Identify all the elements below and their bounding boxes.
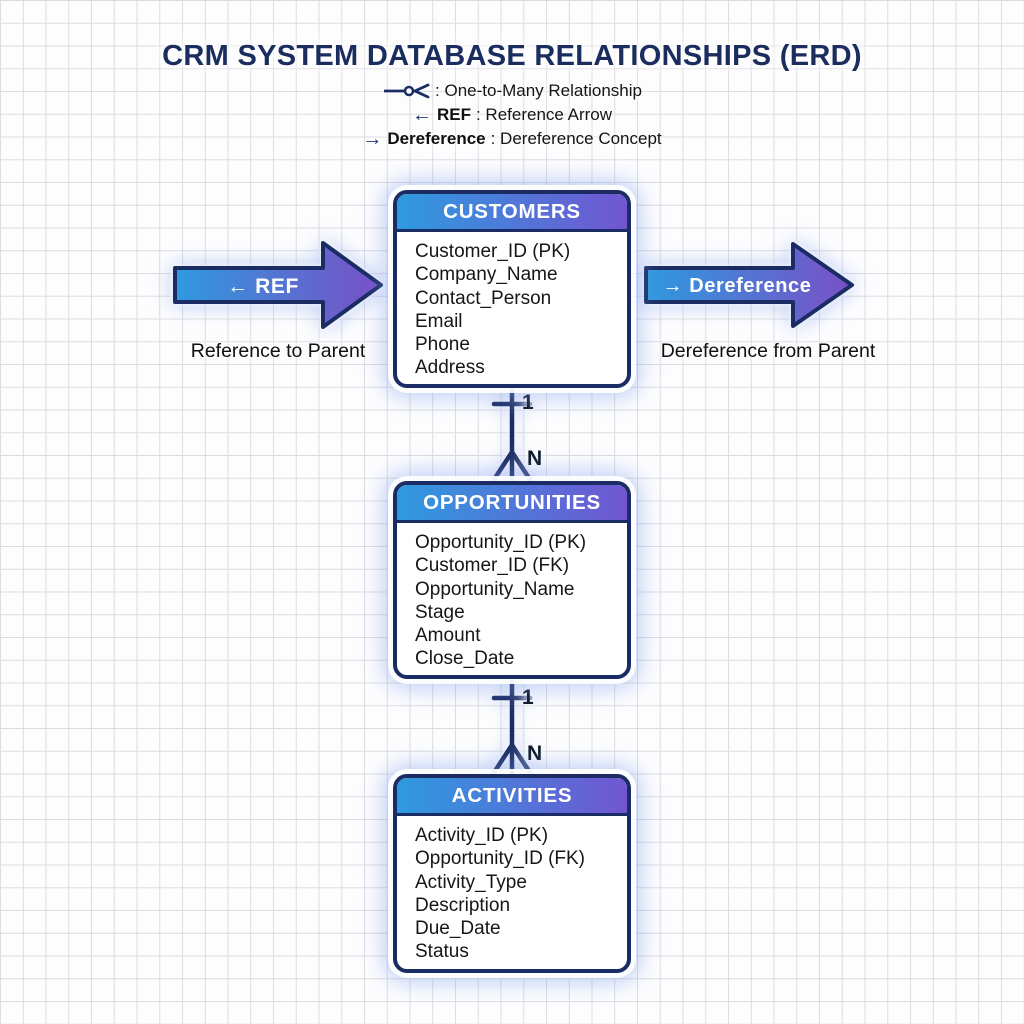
legend-item-dereference: → Dereference : Dereference Concept: [0, 127, 1024, 151]
legend-dereference-label: : Dereference Concept: [490, 129, 662, 148]
ref-arrow-label: ← REF: [227, 275, 299, 298]
entity-customers-fields: Customer_ID (PK) Company_Name Contact_Pe…: [397, 232, 627, 384]
cardinality-many-1: N: [527, 447, 543, 470]
field-row: Company_Name: [415, 264, 558, 286]
legend-item-ref: ← REF : Reference Arrow: [0, 103, 1024, 127]
entity-opportunities-title: OPPORTUNITIES: [397, 485, 627, 523]
field-row: Customer_ID (PK): [415, 241, 571, 262]
legend: : One-to-Many Relationship ← REF : Refer…: [0, 79, 1024, 151]
field-row: Opportunity_ID (FK): [415, 848, 585, 870]
entity-opportunities-fields: Opportunity_ID (PK) Customer_ID (FK) Opp…: [397, 523, 627, 675]
legend-dereference-term: Dereference: [387, 129, 486, 148]
right-arrow-icon: →: [362, 128, 383, 150]
field-row: Due_Date: [415, 918, 501, 940]
legend-ref-label: : Reference Arrow: [475, 105, 613, 124]
dereference-arrow: → Dereference: [644, 242, 854, 328]
entity-activities-fields: Activity_ID (PK) Opportunity_ID (FK) Act…: [397, 816, 627, 969]
field-row: Activity_ID (PK): [415, 825, 549, 846]
field-row: Phone: [415, 334, 470, 356]
field-row: Amount: [415, 625, 481, 647]
cardinality-one-2: 1: [522, 686, 534, 709]
page-title: CRM SYSTEM DATABASE RELATIONSHIPS (ERD): [162, 40, 862, 72]
entity-customers: CUSTOMERS Customer_ID (PK) Company_Name …: [393, 190, 631, 388]
field-row: Customer_ID (FK): [415, 555, 570, 577]
dereference-arrow-caption: Dereference from Parent: [660, 340, 876, 362]
crow-foot-2: [490, 742, 534, 777]
entity-activities: ACTIVITIES Activity_ID (PK) Opportunity_…: [393, 774, 631, 973]
left-arrow-icon: ←: [411, 104, 432, 126]
crow-foot-1: [490, 449, 534, 484]
dereference-arrow-label: → Dereference: [663, 275, 812, 297]
field-row: Email: [415, 310, 463, 332]
field-row: Status: [415, 941, 469, 963]
legend-item-one-to-many: : One-to-Many Relationship: [0, 79, 1024, 103]
field-row: Description: [415, 894, 511, 916]
entity-customers-title: CUSTOMERS: [397, 194, 627, 232]
one-to-many-icon: [384, 83, 430, 99]
cardinality-one-1: 1: [522, 391, 534, 414]
legend-one-to-many-label: : One-to-Many Relationship: [435, 81, 642, 100]
ref-arrow: ← REF: [173, 241, 383, 329]
field-row: Stage: [415, 601, 465, 623]
field-row: Close_Date: [415, 648, 515, 670]
field-row: Opportunity_Name: [415, 578, 575, 600]
field-row: Contact_Person: [415, 287, 552, 309]
entity-activities-title: ACTIVITIES: [397, 778, 627, 816]
field-row: Address: [415, 357, 485, 379]
field-row: Opportunity_ID (PK): [415, 532, 587, 553]
ref-arrow-caption: Reference to Parent: [190, 340, 366, 362]
field-row: Activity_Type: [415, 871, 527, 893]
entity-opportunities: OPPORTUNITIES Opportunity_ID (PK) Custom…: [393, 481, 631, 679]
legend-ref-term: REF: [436, 105, 471, 124]
cardinality-many-2: N: [527, 742, 543, 765]
